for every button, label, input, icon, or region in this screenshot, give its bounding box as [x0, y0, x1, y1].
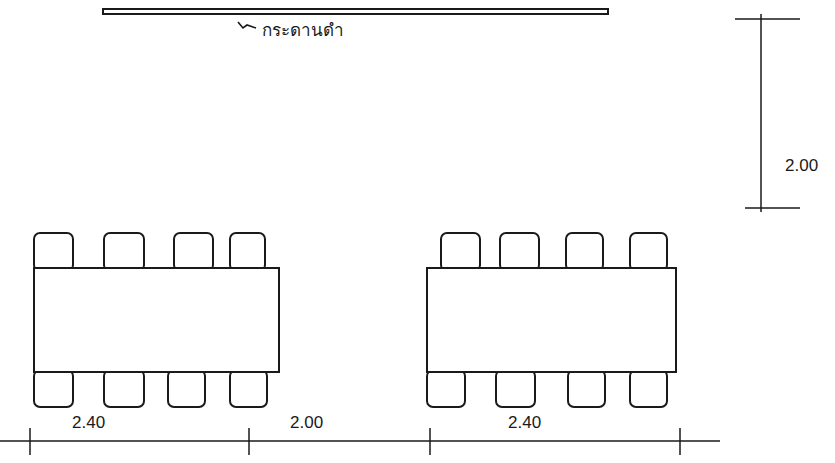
- chair: [630, 233, 667, 271]
- table: [34, 268, 279, 372]
- chair: [174, 233, 213, 271]
- dimension-text: 2.00: [290, 414, 323, 431]
- blackboard-label: กระดานดำ: [262, 22, 344, 39]
- chair: [566, 233, 603, 271]
- chair: [34, 370, 73, 407]
- leader-line: [238, 22, 256, 28]
- table: [427, 268, 676, 372]
- blackboard: [103, 9, 608, 14]
- chair: [500, 233, 539, 271]
- chair: [496, 370, 535, 407]
- dimension-line: [0, 428, 720, 455]
- dimension-text: 2.00: [785, 157, 818, 174]
- chair: [427, 370, 465, 407]
- chair: [104, 370, 144, 407]
- chair: [104, 233, 144, 271]
- dimension-text: 2.40: [508, 414, 541, 431]
- chair: [230, 233, 265, 271]
- chair: [230, 370, 267, 407]
- chair: [34, 233, 73, 271]
- chair: [568, 370, 605, 407]
- dimension-line: [735, 14, 800, 212]
- chair: [441, 233, 480, 271]
- dimension-text: 2.40: [72, 414, 105, 431]
- chair: [168, 370, 205, 407]
- chair: [630, 370, 667, 407]
